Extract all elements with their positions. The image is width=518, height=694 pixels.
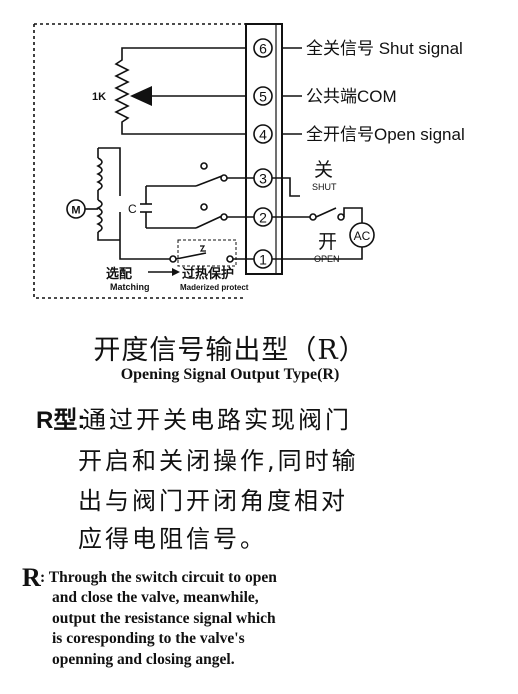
description-en-line-4: is coresponding to the valve's (52, 630, 245, 647)
description-en-line-2: and close the valve, meanwhile, (52, 589, 259, 606)
terminal-6-label: 全关信号 Shut signal (306, 39, 463, 58)
open-en: OPEN (314, 254, 340, 264)
description-cn-line-4: 应得电阻信号。 (78, 525, 267, 553)
description-en-line-3: output the resistance signal which (52, 610, 276, 627)
description-cn-line-1: 通过开关电路实现阀门 (82, 406, 352, 434)
thermal-protect-box (177, 239, 237, 267)
terminal-4: 4 (253, 124, 273, 144)
pot-label: 1K (92, 91, 106, 103)
shut-en: SHUT (312, 182, 337, 192)
dashed-enclosure (33, 23, 246, 299)
title-english: Opening Signal Output Type(R) (120, 366, 340, 383)
terminal-block (245, 23, 283, 275)
terminal-1: 1 (253, 249, 273, 269)
ac-label: AC (354, 229, 371, 243)
terminal-2-number: 2 (259, 210, 267, 226)
protect-cn: 过热保护 (182, 266, 234, 281)
terminal-6-number: 6 (259, 41, 267, 57)
ac-supply-circuit (272, 177, 363, 260)
terminal-6: 6 (253, 38, 273, 58)
description-cn-line-3: 出与阀门开闭角度相对 (78, 487, 348, 515)
r-type-label: R型: (36, 407, 86, 434)
terminal-4-label: 全开信号Open signal (306, 125, 465, 144)
terminal-3-number: 3 (259, 171, 267, 187)
protect-en: Maderized protect (180, 283, 249, 292)
shut-limit-switch (146, 162, 254, 187)
potentiometer (114, 47, 246, 135)
motor-windings (96, 147, 152, 241)
open-cn: 开 (318, 232, 337, 253)
common-line (119, 240, 254, 263)
matching-cn: 选配 (106, 266, 132, 281)
r-english-label: R (22, 563, 41, 592)
title-chinese: 开度信号输出型（R） (93, 335, 367, 366)
capacitor-label: C (128, 202, 137, 216)
terminal-3: 3 (253, 168, 273, 188)
ac-source-icon (349, 222, 375, 248)
description-en-line-5: openning and closing angel. (52, 651, 235, 668)
terminal-5: 5 (253, 86, 273, 106)
terminal-2: 2 (253, 207, 273, 227)
wiper-arrow (130, 86, 152, 106)
motor-label: M (71, 205, 80, 217)
open-limit-switch (146, 203, 254, 229)
terminal-4-number: 4 (259, 127, 267, 143)
terminal-1-number: 1 (259, 252, 267, 268)
terminal-5-label: 公共端COM (306, 87, 397, 106)
wiring-diagram: 6 5 4 3 2 1 全关信号 Shut signal 公共端COM 全开信号… (33, 23, 465, 299)
description-en-line-1: : Through the switch circuit to open (40, 569, 277, 586)
shut-cn: 关 (314, 159, 333, 181)
description-cn-line-2: 开启和关闭操作,同时输 (78, 447, 359, 475)
matching-en: Matching (110, 282, 150, 292)
terminal-5-number: 5 (259, 89, 267, 105)
